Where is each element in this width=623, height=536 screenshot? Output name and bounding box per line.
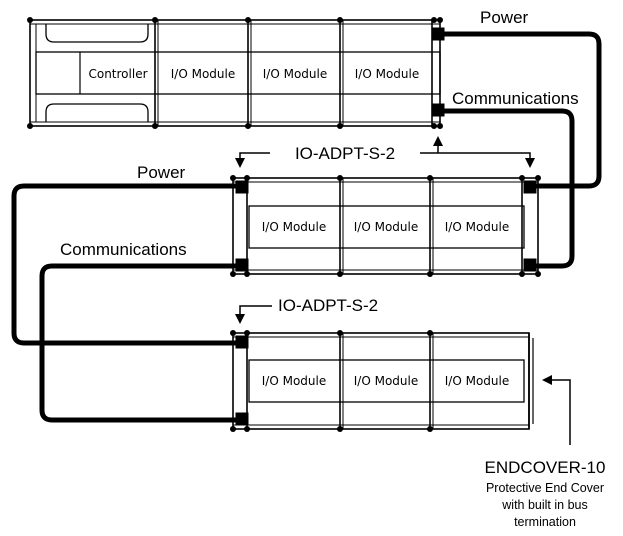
adapter-label-2: IO-ADPT-S-2 [278, 296, 378, 315]
adapter2-arrow [235, 305, 272, 324]
endcover-desc-3: termination [514, 515, 576, 529]
mid-module-label-0: I/O Module [262, 220, 326, 234]
bottom-module-label-1: I/O Module [354, 374, 418, 388]
top-module-label-0: Controller [88, 67, 147, 81]
endcover-title: ENDCOVER-10 [485, 458, 606, 477]
power-cable-mid [11, 183, 237, 346]
cables [11, 31, 602, 423]
endcover-arrow [542, 375, 571, 445]
top-module-label-1: I/O Module [171, 67, 235, 81]
adapter-arrow-right [420, 152, 535, 168]
top-module-label-2: I/O Module [263, 67, 327, 81]
mid-module-label-2: I/O Module [445, 220, 509, 234]
comm-cable-top [444, 108, 575, 269]
power-label-top: Power [480, 8, 529, 27]
bottom-rack [230, 330, 534, 432]
bottom-module-label-2: I/O Module [445, 374, 509, 388]
power-cable-top [444, 31, 602, 189]
endcover-desc-2: with built in bus [501, 498, 587, 512]
arrows [235, 136, 571, 445]
mid-module-label-1: I/O Module [354, 220, 418, 234]
endcover-desc-1: Protective End Cover [486, 481, 604, 495]
top-rack [27, 17, 445, 129]
adapter-arrow-left [235, 152, 270, 168]
power-label-mid: Power [137, 163, 186, 182]
comm-cable-mid [39, 263, 237, 423]
comm-label-top: Communications [452, 89, 579, 108]
adapter-label-1: IO-ADPT-S-2 [295, 144, 395, 163]
top-module-label-3: I/O Module [355, 67, 419, 81]
middle-rack [230, 175, 541, 277]
bottom-module-label-0: I/O Module [262, 374, 326, 388]
comm-label-mid: Communications [60, 240, 187, 259]
